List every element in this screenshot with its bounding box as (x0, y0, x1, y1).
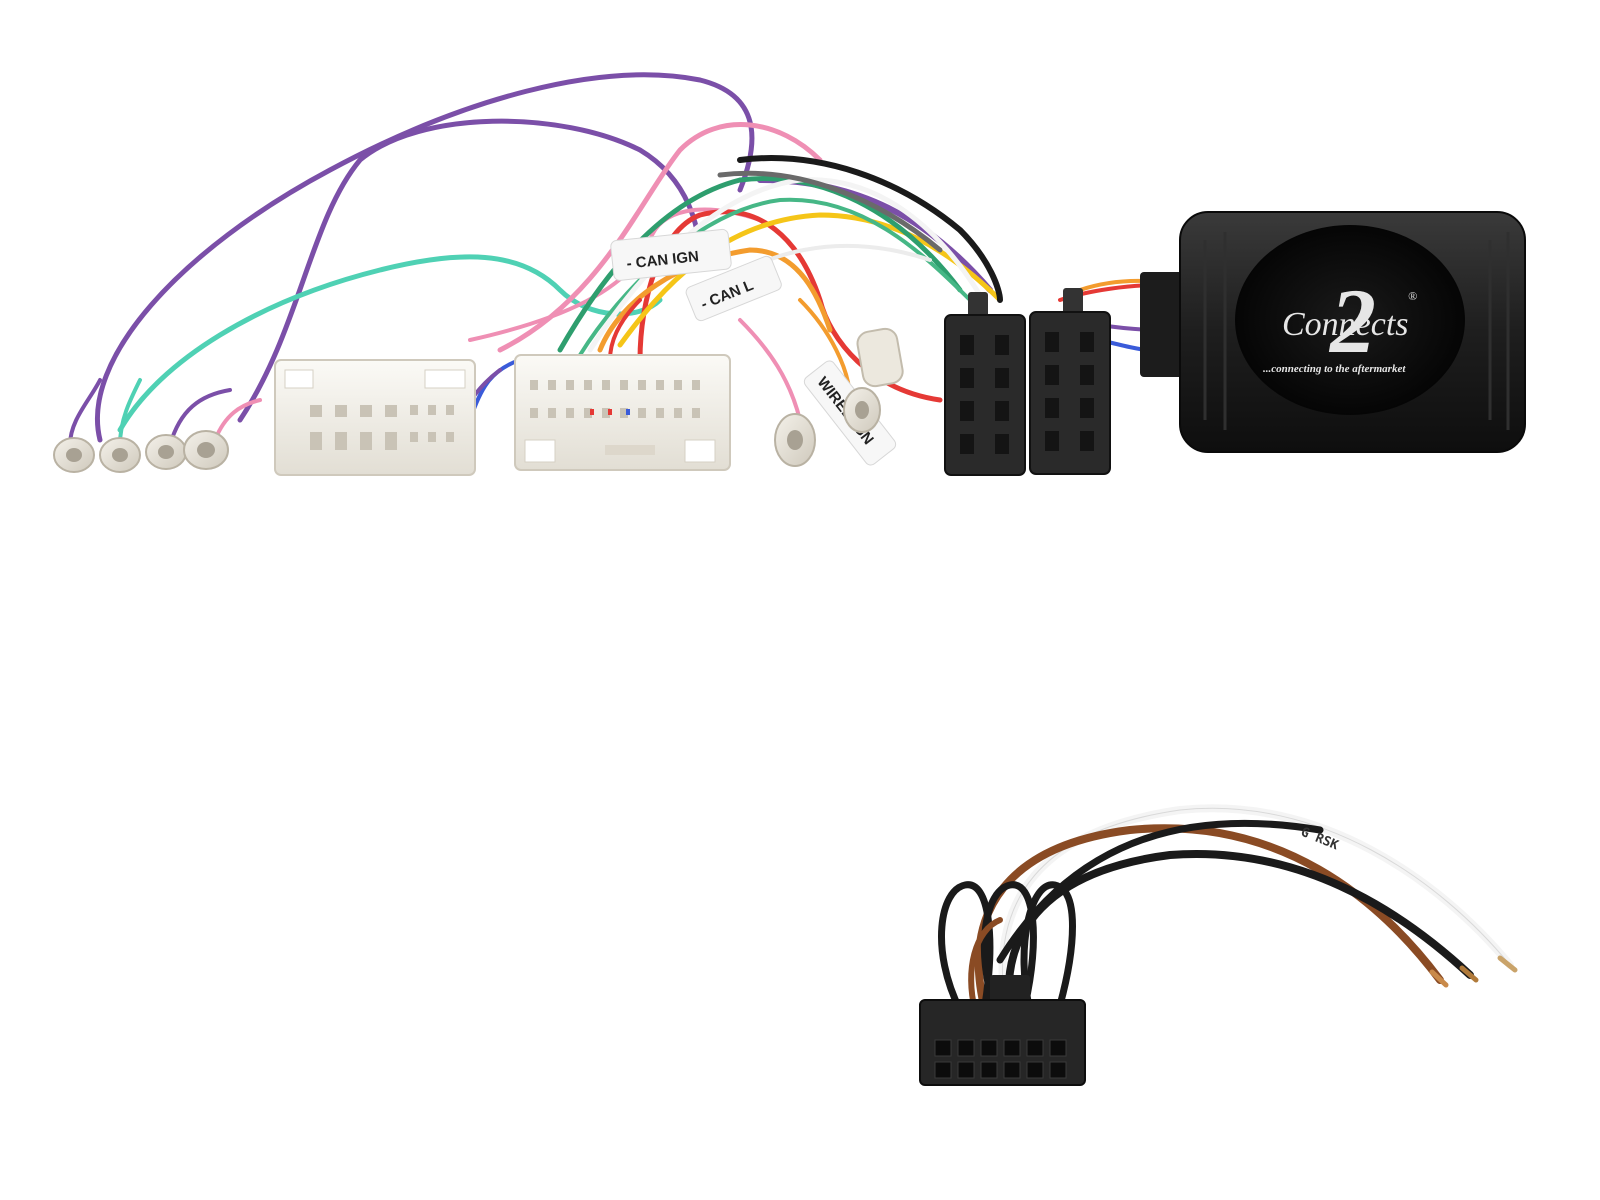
wire-to-wired-ign (738, 318, 802, 422)
patch-black-wire (1004, 850, 1474, 1014)
bullet-terminal-2 (843, 387, 881, 433)
ring-terminal-4 (183, 430, 229, 470)
green-wire-b (578, 197, 972, 357)
harness-wires (68, 72, 1162, 447)
black-iso-connector-left (944, 292, 1026, 476)
orange-wire (597, 247, 833, 353)
interface-box: Connects 2 ® ...connecting to the afterm… (1140, 211, 1526, 453)
black-iso-connector-right (1029, 288, 1111, 475)
patch-white-wire-outline (1001, 807, 1511, 1006)
grey-wire (717, 170, 943, 253)
white-connector-left (274, 359, 476, 476)
patch-loop-1 (938, 881, 994, 1014)
wire-tag-can-ign: - CAN IGN (610, 228, 732, 281)
patch-brown-inner (968, 917, 1003, 1013)
brand-tagline: ...connecting to the aftermarket (1263, 363, 1406, 375)
ring-terminals (53, 327, 904, 473)
ring-terminal-3 (145, 434, 187, 470)
inline-fuse-holder (856, 327, 904, 388)
black-wire-a (737, 155, 1003, 303)
patch-lead-connector (919, 975, 1086, 1086)
ring-terminal-1 (53, 437, 95, 473)
bullet-terminal-wired-ign (774, 413, 816, 467)
brand-badge (1235, 225, 1465, 415)
purple-wire-loop-a (94, 72, 755, 443)
brand-script: Connects (1282, 306, 1409, 343)
green-wire-a (557, 176, 963, 353)
pink-wire-a (497, 122, 823, 353)
patch-lead-wires (938, 804, 1514, 1014)
brand-numeral: 2 (1328, 270, 1376, 372)
patch-loop-3 (1020, 881, 1076, 1014)
patch-loop-2 (980, 881, 1037, 1014)
teal-wire (117, 254, 663, 433)
patch-wire-tips (1429, 955, 1518, 988)
white-connector-right (514, 354, 731, 471)
ring-terminal-2 (99, 437, 141, 473)
registered-mark: ® (1408, 289, 1417, 303)
